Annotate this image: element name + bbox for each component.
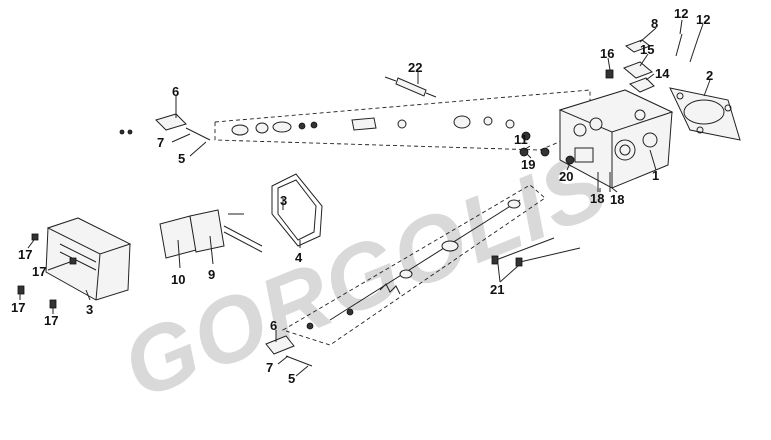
part-labels: 1 2 3 3 4 5 5 6 6 7 7 8 9 10 11 12 12 14… <box>11 6 713 386</box>
label-part-5-lower: 5 <box>288 371 295 386</box>
studs <box>675 33 699 63</box>
valve-train-lower <box>265 199 521 367</box>
label-part-1: 1 <box>652 168 659 183</box>
label-part-17-a: 17 <box>18 247 32 262</box>
cylinder-head <box>558 89 674 189</box>
label-part-20: 20 <box>559 169 573 184</box>
label-part-18-a: 18 <box>590 191 604 206</box>
label-part-15: 15 <box>640 42 654 57</box>
label-part-7-lower: 7 <box>266 360 273 375</box>
short-studs <box>597 172 611 192</box>
label-part-17-b: 17 <box>32 264 46 279</box>
label-part-22: 22 <box>408 60 422 75</box>
label-part-6-upper: 6 <box>172 84 179 99</box>
breather-plates <box>159 209 263 259</box>
label-part-6-lower: 6 <box>270 318 277 333</box>
label-part-7-upper: 7 <box>157 135 164 150</box>
label-part-17-c: 17 <box>11 300 25 315</box>
label-part-8: 8 <box>651 16 658 31</box>
label-part-2: 2 <box>706 68 713 83</box>
label-part-14: 14 <box>655 66 670 81</box>
label-part-19: 19 <box>521 157 535 172</box>
spark-plug <box>384 76 437 98</box>
label-part-10: 10 <box>171 272 185 287</box>
lower-assembly-guide <box>281 184 546 346</box>
label-part-3-gasket: 3 <box>280 193 287 208</box>
head-gasket <box>669 87 741 141</box>
label-part-16: 16 <box>600 46 614 61</box>
watermark: GORGOLIS <box>109 132 622 418</box>
label-part-4: 4 <box>295 250 303 265</box>
label-part-12-left: 12 <box>674 6 688 21</box>
label-part-5-upper: 5 <box>178 151 185 166</box>
label-part-18-b: 18 <box>610 192 624 207</box>
leader-lines <box>19 19 711 377</box>
cover-gasket <box>271 173 323 247</box>
long-bolts <box>491 237 581 267</box>
rocker-arm-upper <box>119 100 211 141</box>
small-cover-parts <box>605 39 655 93</box>
valve-cover <box>17 217 132 309</box>
label-part-3-cover: 3 <box>86 302 93 317</box>
label-part-21: 21 <box>490 282 504 297</box>
label-part-9: 9 <box>208 267 215 282</box>
label-part-12-right: 12 <box>696 12 710 27</box>
label-part-17-d: 17 <box>44 313 58 328</box>
camshaft-components <box>231 115 575 165</box>
label-part-11: 11 <box>514 132 528 147</box>
